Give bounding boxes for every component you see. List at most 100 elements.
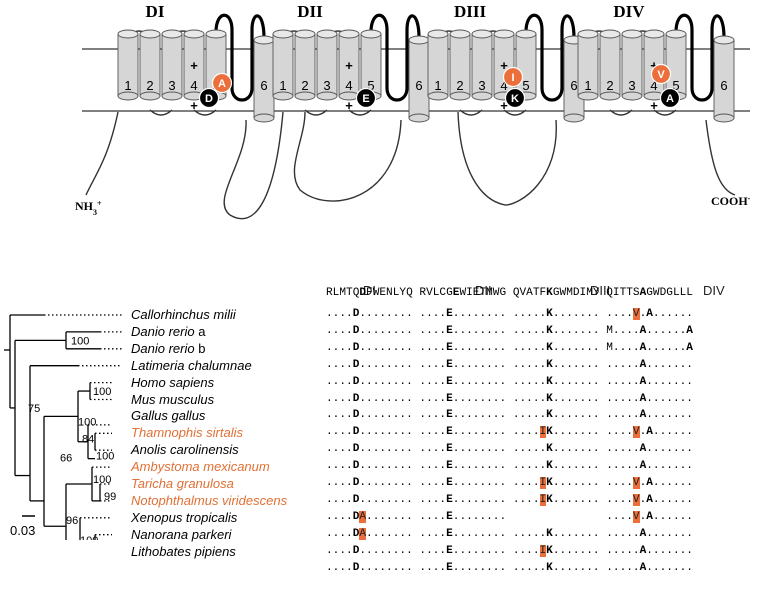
inter-helix-link [609,109,633,116]
helix-number: 3 [168,78,175,93]
alignment-row: ....D........ ....E........ .....K......… [326,409,693,422]
helix-number: 1 [279,78,286,93]
bootstrap-value: 75 [28,403,40,415]
inter-helix-link [653,109,677,116]
domain-title-diii: DIII [454,2,487,21]
alignment-row: ....D........ ....E........ .....K......… [326,358,693,371]
alignment-row: ....D........ ....E........ ....IK......… [326,477,693,489]
bootstrap-value: 100 [93,474,111,486]
charge-plus-top: + [500,58,508,73]
charge-plus-top: + [650,58,658,73]
helix-div-s2: 2 [599,29,621,101]
helix-number: 2 [456,78,463,93]
svg-text:I: I [511,72,514,84]
helix-number: 2 [146,78,153,93]
inter-helix-link [459,109,483,116]
species-label: Gallus gallus [131,408,206,424]
residue-diii-inner: K [504,87,526,109]
species-label: Callorhinchus milii [131,307,236,322]
intracellular-linker [705,119,736,196]
intracellular-linker [457,111,557,206]
alignment-row: ....D........ ....E........ .....K......… [326,375,693,388]
svg-text:E: E [362,93,369,105]
residue-div-inner: A [659,87,681,109]
species-label: Latimeria chalumnae [131,357,252,373]
residue-diii-outer: I [502,66,524,88]
helix-number: 6 [720,78,727,93]
helix-div-s1: 1 [577,29,599,101]
alignment-header-di: DI [363,283,376,298]
pore-loop-diii [524,13,576,102]
inter-helix-link [348,109,372,116]
alignment-row: ....D........ ....E........ .....K......… [326,308,693,320]
n-terminus-label: NH3+ [75,199,102,217]
charge-plus-top: + [345,58,353,73]
helix-diii-s2: 2 [449,29,471,101]
phylogenetic-tree: 1007510010084100661009996100100 [4,314,122,540]
alignment-row: ....D........ ....E........ .....K......… [326,341,693,354]
helix-di-s1: 1 [117,29,139,101]
helix-di-s4: 4++ [183,29,205,113]
svg-text:K: K [511,93,519,105]
helix-number: 4 [190,78,197,93]
alignment-row: ....D........ ....E........ .....K......… [326,324,693,337]
helix-number: 3 [323,78,330,93]
pore-loop-div [674,13,726,102]
species-label: Thamnophis sirtalis [131,425,243,441]
alignment-row: ....D........ ....E........ .....K......… [326,561,693,574]
domain-title-di: DI [146,2,165,21]
alignment-row: ....D........ ....E........ .....K......… [326,460,693,473]
alignment-header-dii: DII [475,283,492,298]
helix-number: 3 [628,78,635,93]
residue-di-inner: D [198,87,220,109]
channel-topology-diagram: DI DII DIII DIV 1234++561234++561234++56… [75,2,751,220]
alignment-row: ....DA....... ....E........ .....K......… [326,527,693,540]
species-label: Ambystoma mexicanum [131,459,270,475]
helix-number: 5 [672,78,679,93]
species-label: Mus musculus [131,391,215,407]
bootstrap-value: 100 [96,450,114,462]
bootstrap-value: 66 [60,452,72,464]
helix-dii-s6: 6 [408,35,430,123]
species-label: Danio rerio a [131,323,206,339]
helix-number: 4 [345,78,352,93]
inter-helix-link [193,109,217,116]
bootstrap-value: 99 [104,491,116,503]
alignment-row: ....D........ ....E........ ....IK......… [326,544,693,557]
alignment-row: ....D........ ....E........ ....IK......… [326,426,693,439]
intracellular-linker [293,111,402,202]
species-label: Nanorana parkeri [131,526,232,542]
helix-number: 3 [478,78,485,93]
residue-di-outer: A [211,72,233,94]
helix-di-s6: 6 [253,35,275,123]
helix-number: 5 [522,78,529,93]
svg-text:A: A [218,78,226,90]
alignment-row: ....D........ ....E........ ....IK......… [326,493,693,506]
helix-dii-s4: 4 + + [338,29,360,113]
bootstrap-value: 96 [66,515,78,527]
helix-number: 6 [415,78,422,93]
charge-plus-bottom: + [650,98,658,113]
inter-helix-link [149,109,173,116]
species-label: Anolis carolinensis [131,442,239,458]
species-label: Homo sapiens [131,374,215,390]
bootstrap-value: 84 [82,433,94,445]
helix-di-s2: 2 [139,29,161,101]
bootstrap-value: 100 [93,386,111,398]
pore-loop-di [214,13,266,102]
inter-helix-link [304,109,328,116]
helix-dii-s1: 1 [272,29,294,101]
bootstrap-value: 100 [80,535,98,540]
charge-plus-bottom: + [345,98,353,113]
charge-plus-bottom: + [190,98,198,113]
charge-plus-bottom: + [500,98,508,113]
pore-loops [214,13,726,102]
helix-dii-s2: 2 [294,29,316,101]
alignment-row: ....DA....... ....E........ ....V.A.....… [326,510,693,523]
residue-div-outer: V [650,63,672,85]
alignment-header-div: DIV [703,283,725,298]
inter-helix-link [503,109,527,116]
helix-number: 6 [260,78,267,93]
svg-text:D: D [205,93,213,105]
